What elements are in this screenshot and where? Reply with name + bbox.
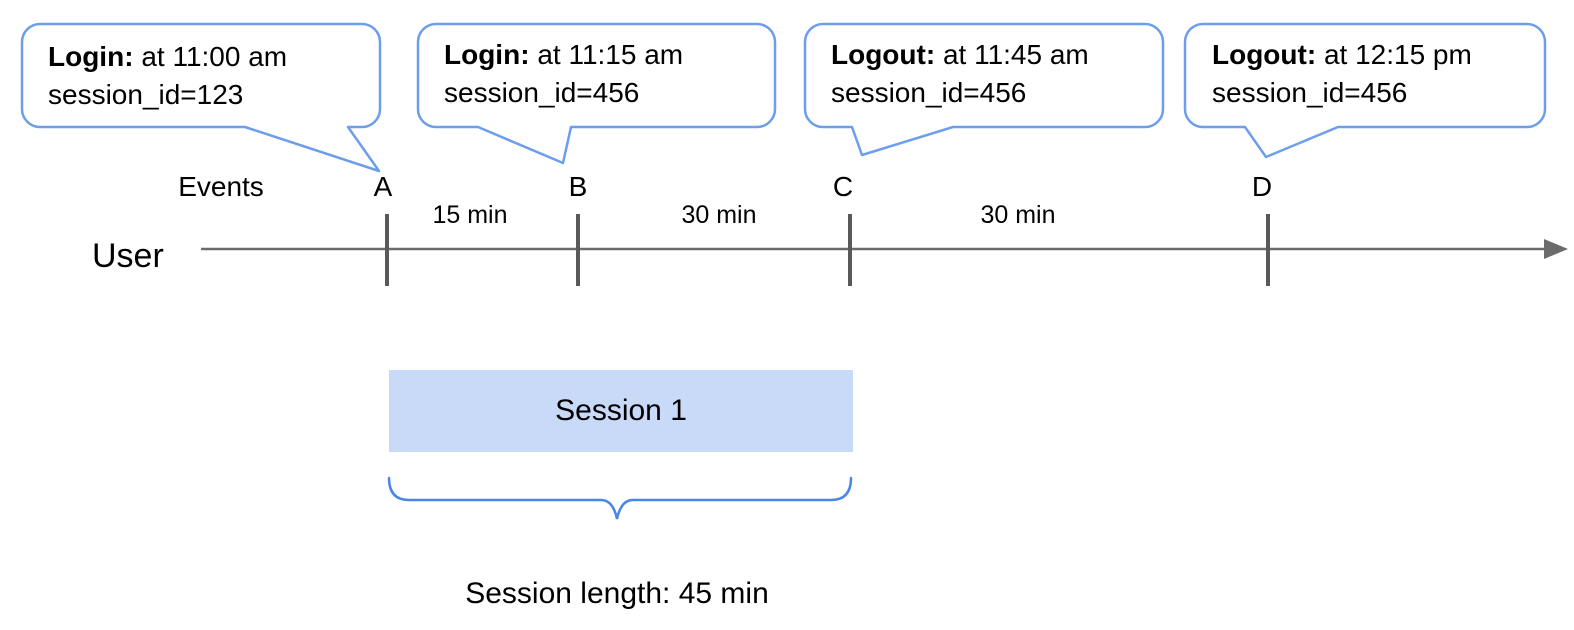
session-box: Session 1: [389, 370, 853, 452]
callout-c-session-id: session_id=456: [831, 77, 1027, 108]
event-type-label: Login:: [444, 39, 530, 70]
tick-label-c: C: [832, 171, 854, 202]
callout-c-text: Logout: at 11:45 am session_id=456: [831, 36, 1089, 112]
interval-label-cd: 30 min: [980, 201, 1056, 229]
callout-bubble-b-shape: [416, 22, 777, 165]
events-axis-label: Events: [178, 171, 264, 202]
callout-c-line1: Logout: at 11:45 am: [831, 36, 1089, 74]
timeline-arrowhead-icon: [1544, 239, 1568, 259]
event-type-label: Login:: [48, 41, 134, 72]
callout-a-session-id: session_id=123: [48, 79, 244, 110]
callout-d-line1: Logout: at 12:15 pm: [1212, 36, 1472, 74]
event-type-label: Logout:: [1212, 39, 1317, 70]
callout-b-session-id: session_id=456: [444, 77, 640, 108]
session-label: Session 1: [555, 394, 687, 427]
callout-bubble-c-shape: [803, 22, 1165, 157]
user-axis-label: User: [92, 237, 164, 275]
callout-a-line1: Login: at 11:00 am: [48, 38, 287, 76]
event-time: at 11:15 am: [537, 39, 684, 70]
interval-label-bc: 30 min: [681, 201, 757, 229]
callout-b-line1: Login: at 11:15 am: [444, 36, 683, 74]
tick-label-b: B: [568, 171, 588, 202]
event-time: at 12:15 pm: [1323, 39, 1472, 70]
event-time: at 11:45 am: [942, 39, 1089, 70]
event-type-label: Logout:: [831, 39, 936, 70]
event-time: at 11:00 am: [141, 41, 288, 72]
interval-label-ab: 15 min: [432, 201, 508, 229]
callout-b-text: Login: at 11:15 am session_id=456: [444, 36, 683, 112]
callout-d-text: Logout: at 12:15 pm session_id=456: [1212, 36, 1472, 112]
tick-label-d: D: [1251, 171, 1273, 202]
callout-bubble-d-shape: [1183, 22, 1547, 159]
session-brace: [387, 476, 853, 520]
callout-d-session-id: session_id=456: [1212, 77, 1408, 108]
session-length-caption: Session length: 45 min: [465, 577, 769, 610]
callout-a-text: Login: at 11:00 am session_id=123: [48, 38, 287, 114]
callout-bubble-a-shape: [20, 22, 382, 173]
tick-label-a: A: [373, 171, 393, 202]
